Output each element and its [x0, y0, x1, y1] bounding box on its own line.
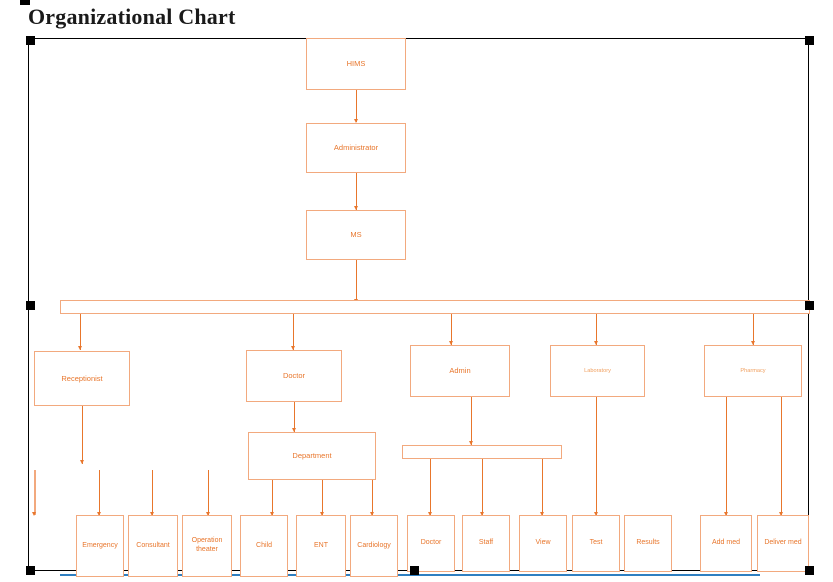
resize-handle-middle-left[interactable]	[26, 301, 35, 310]
node-deliver-med[interactable]: Deliver med	[757, 515, 809, 572]
connector-bar2-view	[542, 459, 544, 515]
connector-consultant-in	[152, 470, 154, 515]
arrow-admin-in	[449, 341, 453, 345]
arrow-stray-left	[32, 512, 36, 516]
connector-ms-bar	[356, 260, 358, 303]
arrow-staff-in	[480, 512, 484, 516]
arrow-admin-doctor-in	[428, 512, 432, 516]
node-child[interactable]: Child	[240, 515, 288, 577]
connector-bar2-staff	[482, 459, 484, 515]
arrow-consultant-in	[150, 512, 154, 516]
node-staff[interactable]: Staff	[462, 515, 510, 572]
node-administrator[interactable]: Administrator	[306, 123, 406, 173]
resize-handle-bottom-center[interactable]	[410, 566, 419, 575]
connector-doctor-department	[294, 402, 296, 432]
arrow-addmed-in	[724, 512, 728, 516]
bottom-rule	[60, 574, 760, 576]
arrow-doctor-in	[291, 346, 295, 350]
arrow-child-in	[270, 512, 274, 516]
arrow-laboratory-in	[594, 341, 598, 345]
page-title: Organizational Chart	[28, 4, 236, 29]
arrow-receptionist-in	[78, 346, 82, 350]
arrow-pharmacy-in	[751, 341, 755, 345]
arrow-operation-theater-in	[206, 512, 210, 516]
resize-handle-middle-right[interactable]	[805, 301, 814, 310]
connector-admin-bar2	[471, 397, 473, 445]
node-hims[interactable]: HIMS	[306, 38, 406, 90]
connector-department-child	[272, 480, 274, 515]
connector-operation-theater-in	[208, 470, 210, 515]
resize-handle-bottom-left[interactable]	[26, 566, 35, 575]
distribution-bar-admin[interactable]	[402, 445, 562, 459]
connector-department-cardiology	[372, 480, 374, 515]
connector-bar-pharmacy	[753, 314, 755, 345]
arrow-view-in	[540, 512, 544, 516]
node-receptionist[interactable]: Receptionist	[34, 351, 130, 406]
arrow-ent-in	[320, 512, 324, 516]
node-admin-doctor[interactable]: Doctor	[407, 515, 455, 572]
connector-receptionist-down	[82, 406, 84, 464]
connector-bar2-doctor	[430, 459, 432, 515]
arrow-administrator-in	[354, 119, 358, 123]
node-view[interactable]: View	[519, 515, 567, 572]
arrow-bar2-in	[469, 441, 473, 445]
connector-bar-doctor	[293, 314, 295, 350]
node-operation-theater[interactable]: Operation theater	[182, 515, 232, 577]
resize-handle-top-right[interactable]	[805, 36, 814, 45]
distribution-bar-primary[interactable]	[60, 300, 810, 314]
connector-bar-receptionist	[80, 314, 82, 350]
node-test[interactable]: Test	[572, 515, 620, 572]
node-results[interactable]: Results	[624, 515, 672, 572]
node-pharmacy[interactable]: Pharmacy	[704, 345, 802, 397]
arrow-department-in	[292, 428, 296, 432]
connector-pharmacy-addmed	[726, 397, 728, 515]
node-department[interactable]: Department	[248, 432, 376, 480]
node-add-med[interactable]: Add med	[700, 515, 752, 572]
connector-administrator-ms	[356, 173, 358, 210]
connector-pharmacy-delivermed	[781, 397, 783, 515]
arrow-emergency-in	[97, 512, 101, 516]
node-emergency[interactable]: Emergency	[76, 515, 124, 577]
node-doctor[interactable]: Doctor	[246, 350, 342, 402]
arrow-test-in	[594, 512, 598, 516]
connector-department-ent	[322, 480, 324, 515]
connector-emergency-in	[99, 470, 101, 515]
connector-stray-left	[34, 470, 37, 515]
arrow-ms-in	[354, 206, 358, 210]
node-ent[interactable]: ENT	[296, 515, 346, 577]
connector-laboratory-test	[596, 397, 598, 515]
title-marker	[20, 0, 30, 5]
node-laboratory[interactable]: Laboratory	[550, 345, 645, 397]
arrow-cardiology-in	[370, 512, 374, 516]
node-consultant[interactable]: Consultant	[128, 515, 178, 577]
resize-handle-top-left[interactable]	[26, 36, 35, 45]
arrow-delivermed-in	[779, 512, 783, 516]
connector-bar-admin	[451, 314, 453, 345]
node-cardiology[interactable]: Cardiology	[350, 515, 398, 577]
node-ms[interactable]: MS	[306, 210, 406, 260]
connector-hims-administrator	[356, 90, 358, 122]
connector-bar-laboratory	[596, 314, 598, 345]
arrow-receptionist-down	[80, 460, 84, 464]
node-admin[interactable]: Admin	[410, 345, 510, 397]
resize-handle-bottom-right[interactable]	[805, 566, 814, 575]
